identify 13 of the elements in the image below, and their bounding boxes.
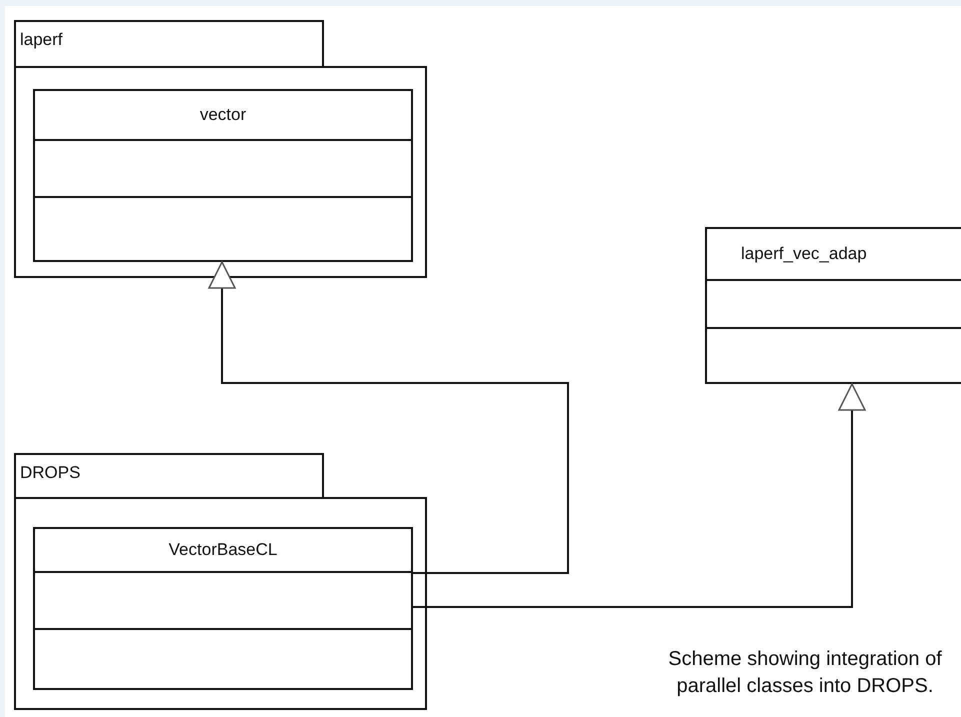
generalization-arrow [208,261,569,574]
package-frame [14,20,427,278]
caption: Scheme showing integration of parallel classes into DROPS. [667,647,943,699]
generalization-arrow [413,383,866,608]
class-box [33,527,413,690]
class-box [33,89,413,262]
package-frame [14,453,427,710]
class-box [705,227,961,384]
class-name: vector [198,104,248,126]
class-name: laperf_vec_adap [741,243,867,265]
package-name: DROPS [20,463,80,483]
package-name: laperf [20,30,63,50]
class-name: VectorBaseCL [168,539,278,561]
